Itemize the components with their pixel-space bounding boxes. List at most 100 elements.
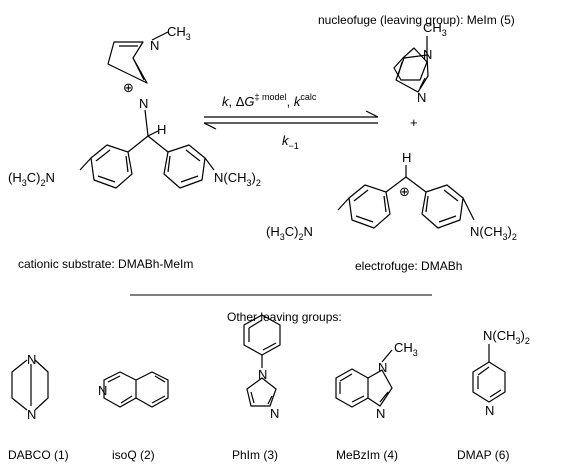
isoq-db3 [154, 375, 166, 383]
dmabh-left-nme2: (H3C)2N [266, 224, 313, 242]
isoq-ring-left [103, 371, 137, 408]
dmap-nme2: N(CH3)2 [483, 328, 530, 346]
substrate-ring-n: N [139, 96, 148, 111]
mebzim-db2 [351, 395, 365, 403]
substrate-right-ring-db2 [180, 175, 199, 183]
meim-ring [393, 47, 428, 81]
isoq-db2 [120, 395, 133, 404]
substrate-ch-bond [147, 130, 159, 137]
substrate-n-methyl-n: N [150, 38, 159, 53]
substrate-right-aryl-bond [147, 135, 169, 153]
dmap-db2 [489, 389, 502, 398]
dmabh-left-ring-db2 [355, 215, 374, 223]
dmabh-left-aryl-bond [385, 176, 407, 193]
phim-im-db1 [250, 391, 255, 404]
substrate-structure: N CH3 N ⊕ H (H3C)2N N(CH3)2 [8, 24, 261, 189]
dmabh-right-ring-db3 [425, 195, 429, 213]
dmap-db1 [477, 366, 490, 376]
reverse-arrow-head [203, 122, 217, 130]
dmabh-left-ring [348, 184, 391, 229]
mebzim-n3: N [376, 406, 385, 421]
dmabh-right-nme2-bond [462, 197, 475, 221]
dabco-n-top: N [27, 352, 36, 367]
substrate-ch3-label: CH3 [167, 24, 191, 42]
meim-db2 [419, 77, 426, 89]
phim-n1: N [258, 367, 267, 382]
dmabh-right-nme2: N(CH3)2 [470, 224, 517, 242]
substrate-left-aryl-bond [127, 135, 149, 153]
substrate-right-ring [163, 144, 206, 189]
substrate-left-ring [90, 144, 133, 189]
phim-im-db2 [267, 395, 273, 405]
mebzim-ch3: CH3 [394, 340, 418, 358]
meim-n1: N [423, 47, 432, 62]
mebzim-structure: N N CH3 MeBzIm (4) [335, 340, 418, 462]
meim-five-ring [395, 54, 429, 93]
dabco-label: DABCO (1) [8, 448, 69, 462]
dabco-structure: N N DABCO (1) [8, 352, 69, 462]
isoq-db4 [151, 395, 166, 404]
mebzim-db4 [379, 391, 389, 403]
dmap-label: DMAP (6) [457, 448, 509, 462]
isoq-db1 [107, 375, 121, 383]
phim-imidazole-ring [246, 377, 277, 407]
dmabh-left-ring-db3 [383, 195, 387, 213]
phim-n3: N [270, 406, 279, 421]
mebzim-benzene [335, 368, 369, 408]
phim-structure: N N PhIm (3) [232, 314, 281, 462]
plus-sign: + [410, 115, 418, 130]
reverse-rate-label: k−1 [282, 133, 299, 151]
mebzim-imidazole [367, 369, 393, 407]
substrate-n-methyl-bond [151, 31, 169, 41]
substrate-left-nme2-bond [79, 157, 92, 171]
substrate-h: H [157, 122, 166, 137]
dmabh-plus-charge: ⊕ [399, 184, 410, 199]
substrate-left-nme2: (H3C)2N [8, 170, 55, 188]
dmap-ring-n: N [485, 403, 494, 418]
substrate-left-ring-db1 [95, 149, 111, 162]
substrate-imidazolium-ring [107, 41, 148, 84]
mebzim-label: MeBzIm (4) [336, 448, 398, 462]
isoq-n: N [98, 383, 107, 398]
mebzim-n1: N [378, 360, 387, 375]
substrate-left-ring-db2 [97, 175, 116, 183]
isoq-label: isoQ (2) [112, 448, 155, 462]
substrate-cn-bond [144, 109, 149, 137]
dmap-structure: N(CH3)2 N DMAP (6) [457, 328, 530, 462]
dmabh-right-aryl-bond [405, 176, 427, 193]
mebzim-methyl-bond [381, 349, 393, 363]
substrate-right-ring-db1 [185, 149, 201, 162]
substrate-plus-charge: ⊕ [123, 80, 134, 95]
isoq-structure: N isoQ (2) [98, 371, 169, 462]
nucleofuge-label: nucleofuge (leaving group): MeIm (5) [318, 13, 515, 27]
forward-arrow-head [365, 110, 379, 118]
phim-ph-db2 [262, 342, 277, 351]
meim-structure: N N CH3 + [393, 20, 447, 130]
substrate-right-ring-db3 [167, 155, 171, 173]
other-groups-title: Other leaving groups: [227, 310, 342, 324]
electrofuge-caption: electrofuge: DMABh [355, 259, 462, 273]
substrate-left-ring-db3 [125, 155, 129, 173]
substrate-caption: cationic substrate: DMABh-MeIm [18, 257, 193, 271]
forward-rate-label: k, ΔG‡ model, kcalc [222, 92, 317, 109]
dmabh-structure: H ⊕ (H3C)2N N(CH3)2 [266, 150, 517, 242]
meim-ch3: CH3 [423, 20, 447, 38]
isoq-ring-right [135, 371, 169, 408]
equilibrium-arrows: k, ΔG‡ model, kcalc k−1 [203, 92, 379, 151]
dmabh-left-ring-db1 [353, 189, 369, 202]
substrate-right-nme2-bond [204, 157, 215, 171]
dmabh-left-nme2-bond [337, 197, 350, 211]
meim-db1 [397, 61, 403, 77]
mebzim-db1 [339, 373, 353, 382]
dmabh-right-ring-db2 [438, 215, 457, 223]
substrate-right-nme2: N(CH3)2 [214, 170, 261, 188]
dmabh-right-ring [421, 184, 464, 229]
phim-label: PhIm (3) [232, 448, 278, 462]
dmap-pyridine-ring [472, 361, 506, 403]
dabco-n-bottom: N [27, 407, 36, 422]
dmabh-h: H [402, 150, 411, 165]
meim-n3: N [417, 90, 426, 105]
substrate-ring-inner-bond [132, 57, 145, 81]
dabco-cage [11, 359, 49, 411]
